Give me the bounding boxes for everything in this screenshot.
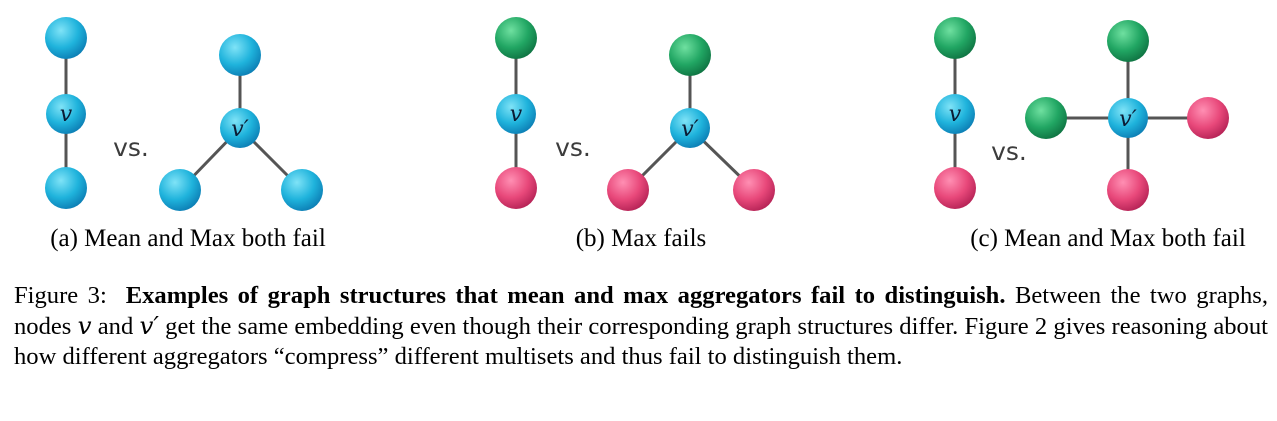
node-top-blue: [219, 34, 261, 76]
vs-label: vs.: [991, 137, 1027, 166]
node-left-blue: [159, 169, 201, 211]
vs-label: vs.: [113, 133, 149, 162]
node-top-green: [934, 17, 976, 59]
caption-title: Examples of graph structures that mean a…: [125, 282, 1006, 309]
panel-a: v vs. v′ (a) Mean and Max both fail: [45, 17, 326, 252]
node-v-label: v: [510, 102, 523, 127]
node-v-label: v: [60, 102, 73, 127]
subcaption-c: (c) Mean and Max both fail: [970, 225, 1246, 252]
caption-text-2: and: [97, 313, 134, 340]
caption-text-3: get the same embedding even though their…: [14, 313, 1268, 370]
node-left-green: [1025, 97, 1067, 139]
node-v-prime: [220, 108, 260, 148]
node-v-prime: [1108, 98, 1148, 138]
caption-label: Figure 3:: [14, 282, 107, 309]
node-bottom-pink: [1107, 169, 1149, 211]
node-v-prime-label: v′: [681, 117, 698, 142]
panel-b: v vs. v′ (b) Max fails: [495, 17, 775, 252]
node-left-pink: [607, 169, 649, 211]
node-right-blue: [281, 169, 323, 211]
node-v-prime: [670, 108, 710, 148]
vs-label: vs.: [555, 133, 591, 162]
node-v-label: v: [949, 102, 962, 127]
node-v: [46, 94, 86, 134]
node-bottom-pink: [934, 167, 976, 209]
node-right-pink: [733, 169, 775, 211]
node-top-green: [669, 34, 711, 76]
node-v: [935, 94, 975, 134]
caption-text-1: Between the two graphs, nodes: [14, 282, 1268, 340]
node-right-pink: [1187, 97, 1229, 139]
node-top-green: [495, 17, 537, 59]
subcaption-b: (b) Max fails: [576, 225, 707, 252]
subcaption-a: (a) Mean and Max both fail: [50, 225, 326, 252]
caption-var-v-prime: v′: [139, 311, 159, 340]
figure-caption: Figure 3: Examples of graph structures t…: [14, 281, 1268, 372]
node-bottom-pink: [495, 167, 537, 209]
figure-graphs: v vs. v′ (a) Mean and Max both fail v vs…: [45, 17, 1246, 252]
node-v: [496, 94, 536, 134]
node-top-blue: [45, 17, 87, 59]
caption-var-v: v: [77, 311, 92, 340]
node-v-prime-label: v′: [231, 117, 248, 142]
node-bottom-blue: [45, 167, 87, 209]
node-v-prime-label: v′: [1119, 107, 1136, 132]
node-top-green: [1107, 20, 1149, 62]
panel-c: v vs. v′ (c) Mean and Max both fail: [934, 17, 1246, 252]
